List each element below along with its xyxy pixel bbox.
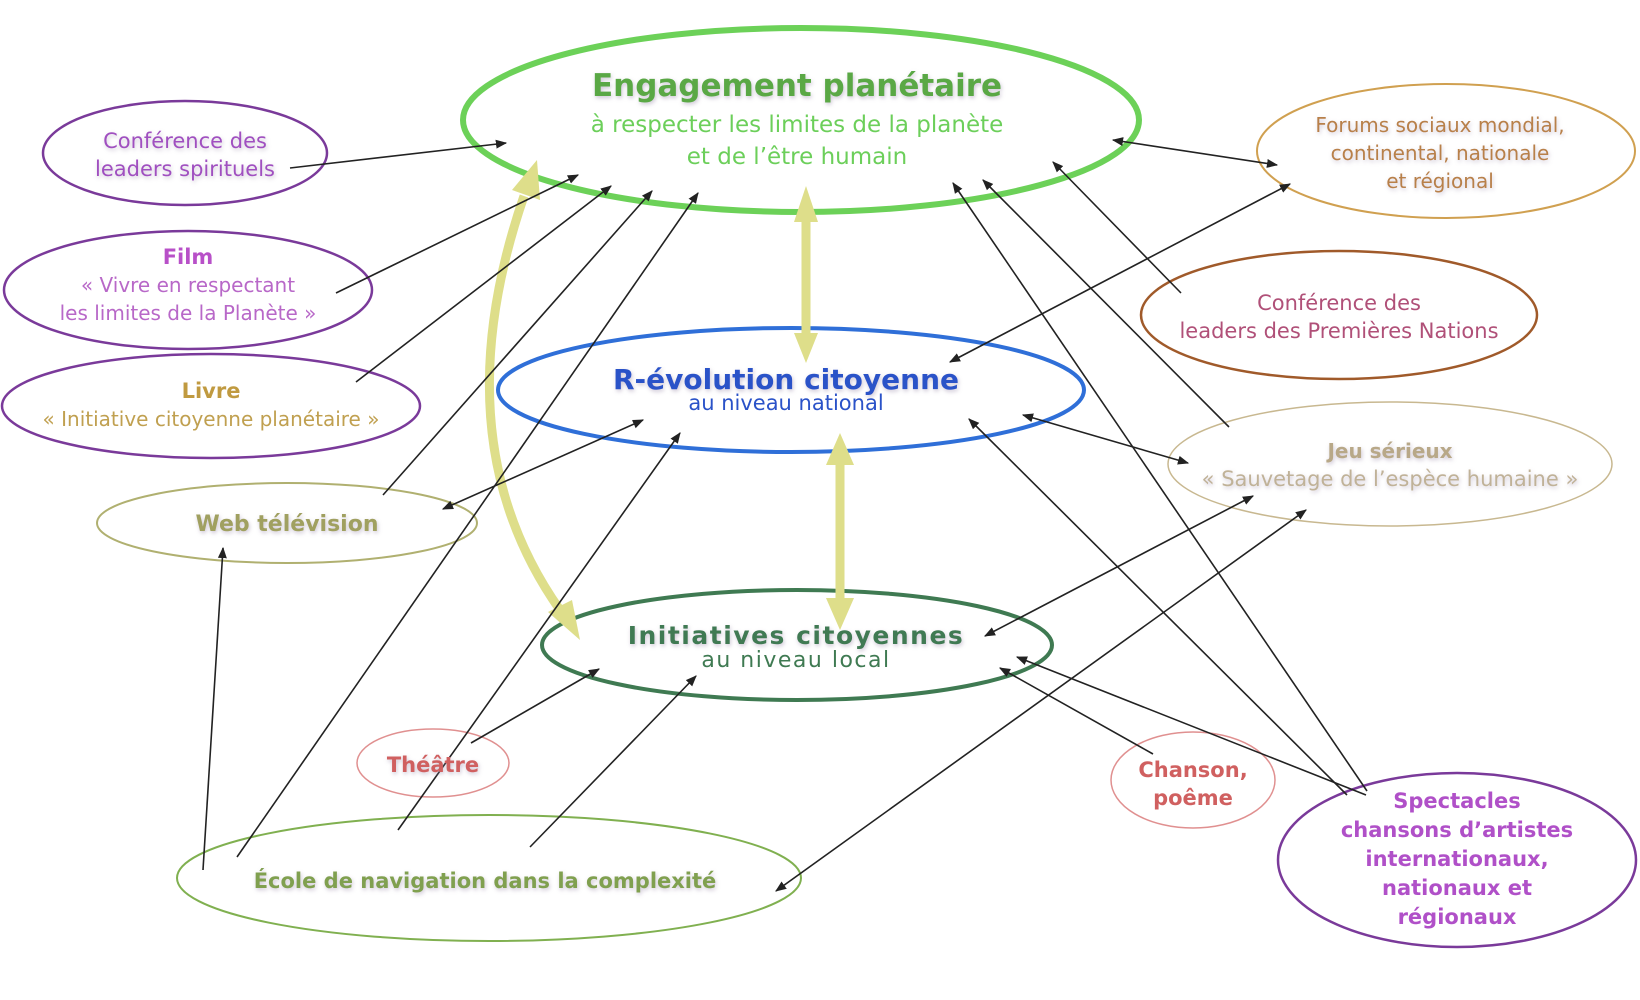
- node-web-tv-title: Web télévision: [195, 512, 378, 537]
- node-jeu-serieux-border: [1167, 401, 1613, 527]
- node-ecole-title: École de navigation dans la complexité: [254, 868, 717, 893]
- node-film-border: [2, 229, 374, 351]
- arrowhead-up-icon: [794, 186, 818, 222]
- node-premieres-nations-line-1: Conférence des: [1257, 291, 1421, 315]
- node-spectacles-line-2: chansons d’artistes: [1341, 818, 1573, 842]
- node-livre-title: Livre: [182, 379, 241, 403]
- connector-ecole-initiatives: [529, 675, 697, 848]
- connector-ecole-engagement: [236, 192, 699, 858]
- connector-livre-engagement: [355, 185, 612, 383]
- connector-engagement-forums: [1111, 137, 1279, 168]
- node-conf-spirituels-line-2: leaders spirituels: [95, 157, 275, 181]
- node-conf-spirituels-line-1: Conférence des: [103, 129, 267, 153]
- connector-premieres-nations-engagement: [1052, 161, 1182, 294]
- node-film-title: Film: [163, 245, 214, 269]
- node-premieres-nations-border: [1139, 249, 1539, 381]
- arrowhead-up-icon: [512, 160, 540, 200]
- node-web-tv-border: [96, 482, 478, 564]
- connector-conf-spirituels-engagement: [289, 139, 508, 169]
- node-forums-line-3: et régional: [1386, 169, 1494, 193]
- node-spectacles-line-5: régionaux: [1398, 905, 1517, 929]
- node-engagement-title: Engagement planétaire: [592, 68, 1002, 104]
- arrowhead-down-icon: [548, 600, 580, 640]
- node-livre-border: [0, 352, 422, 460]
- connector-ecole-revolution: [397, 432, 681, 831]
- arrowhead-up-icon: [826, 433, 854, 465]
- node-conf-spirituels-border: [41, 99, 329, 207]
- node-initiatives-title: Initiatives citoyennes: [628, 621, 965, 650]
- connector-ecole-jeu-serieux: [775, 509, 1307, 892]
- node-engagement-subtitle-1: à respecter les limites de la planète: [591, 112, 1004, 138]
- node-chanson-line-1: Chanson,: [1138, 758, 1247, 782]
- node-engagement-subtitle-2: et de l’être humain: [687, 144, 907, 170]
- connector-forums-revolution: [949, 183, 1291, 363]
- node-jeu-serieux-title: Jeu sérieux: [1325, 439, 1452, 463]
- node-revolution-subtitle: au niveau national: [688, 391, 883, 415]
- connector-revolution-jeu-serieux: [1021, 413, 1190, 465]
- node-film-line-2: les limites de la Planète »: [60, 301, 317, 325]
- node-livre-subtitle: « Initiative citoyenne planétaire »: [43, 407, 380, 431]
- node-chanson-line-2: poême: [1153, 786, 1233, 810]
- major-arrow-engagement-initiatives-curve: [484, 194, 564, 613]
- node-film-line-1: « Vivre en respectant: [81, 273, 295, 297]
- node-spectacles-line-4: nationaux et: [1382, 876, 1532, 900]
- connector-revolution-web-tv: [441, 419, 645, 510]
- node-revolution-title: R-évolution citoyenne: [613, 363, 959, 396]
- node-forums-line-1: Forums sociaux mondial,: [1315, 113, 1564, 137]
- node-theatre-border: [356, 728, 510, 798]
- node-forums-line-2: continental, nationale: [1331, 141, 1550, 165]
- connector-initiatives-jeu-serieux: [984, 495, 1254, 637]
- node-spectacles-line-1: Spectacles: [1393, 789, 1520, 813]
- connector-web-tv-engagement: [382, 190, 653, 496]
- arrowhead-down-icon: [794, 333, 818, 363]
- node-spectacles-line-3: internationaux,: [1365, 847, 1548, 871]
- node-initiatives-subtitle: au niveau local: [701, 648, 890, 673]
- node-theatre-title: Théâtre: [387, 753, 479, 777]
- node-jeu-serieux-subtitle: « Sauvetage de l’espèce humaine »: [1202, 467, 1579, 491]
- node-revolution-border: [496, 326, 1086, 454]
- connector-theatre-initiatives: [470, 668, 600, 744]
- node-premieres-nations-line-2: leaders des Premières Nations: [1179, 319, 1498, 343]
- connector-film-engagement: [335, 174, 580, 294]
- connector-ecole-web-tv: [202, 546, 227, 871]
